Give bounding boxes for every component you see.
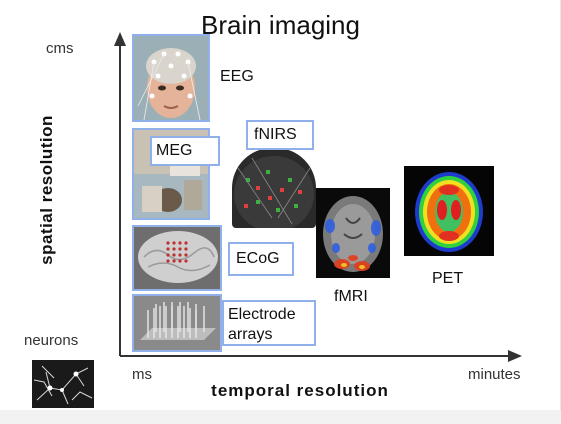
x-tick-minutes: minutes xyxy=(468,366,521,383)
x-axis-arrowhead xyxy=(508,350,522,362)
meg-label: MEG xyxy=(156,142,193,159)
pet-label: PET xyxy=(432,270,464,287)
ecog-label: ECoG xyxy=(236,250,280,267)
slide-title: Brain imaging xyxy=(201,10,360,40)
x-axis-label: temporal resolution xyxy=(211,381,389,400)
y-tick-neurons: neurons xyxy=(24,332,79,349)
y-axis-arrowhead xyxy=(114,32,126,46)
pet-image xyxy=(404,166,494,256)
x-tick-ms: ms xyxy=(132,366,152,383)
electrode-label-line1: Electrode xyxy=(228,306,296,323)
meg-label-box xyxy=(150,136,220,166)
y-axis-label: spatial resolution xyxy=(37,115,56,265)
ecog-image xyxy=(134,227,220,289)
ecog-label-box xyxy=(228,242,294,276)
eeg-label: EEG xyxy=(220,68,254,85)
fnirs-image xyxy=(232,148,316,228)
electrode-label-line2: arrays xyxy=(228,326,273,343)
electrode-label-box xyxy=(222,300,316,346)
fnirs-label-box xyxy=(246,120,314,150)
fmri-image xyxy=(316,188,390,278)
neurons-image xyxy=(32,360,94,408)
fnirs-label: fNIRS xyxy=(254,126,297,143)
y-tick-cms: cms xyxy=(46,40,74,57)
electrode-image xyxy=(134,296,220,350)
eeg-image xyxy=(134,36,208,120)
fmri-label: fMRI xyxy=(334,288,368,305)
bottom-strip xyxy=(0,410,561,424)
